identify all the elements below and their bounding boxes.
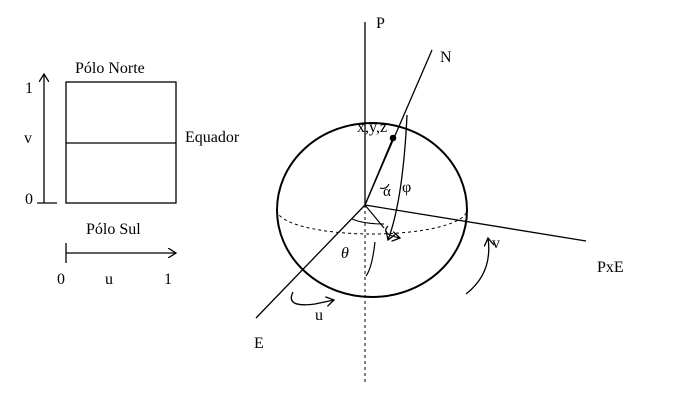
alpha-label: α (383, 184, 391, 200)
n-axis-label: N (440, 49, 452, 66)
e-axis (255, 204, 366, 319)
p-axis-label: P (376, 15, 385, 32)
v-max-label: 1 (25, 80, 33, 97)
theta-arrow (385, 225, 400, 238)
phi-arc (388, 114, 408, 240)
alpha-arc (379, 183, 390, 190)
sphere-panel: P N E PxE x,y,z α φ θ u v (254, 15, 624, 383)
equator-label: Equador (185, 129, 240, 146)
v-rotation-arrow (465, 238, 489, 295)
radius-line (364, 137, 394, 206)
e-axis-label: E (254, 335, 264, 352)
theta-label: θ (341, 245, 349, 262)
v-min-label: 0 (25, 191, 33, 208)
uv-map-panel: Pólo Norte Pólo Sul Equador v 1 0 u 0 1 (24, 60, 240, 288)
theta-projection (364, 204, 385, 229)
u-rotation-arrow (290, 291, 334, 305)
sphere-equator-dashed (276, 209, 468, 235)
pxe-axis-label: PxE (597, 259, 624, 276)
u-max-label: 1 (164, 271, 172, 288)
theta-arc-down (365, 241, 376, 277)
sphere-outline (276, 122, 468, 298)
u-axis-label: u (105, 271, 113, 288)
v-axis-label: v (24, 130, 32, 147)
v-rotation-label: v (492, 235, 500, 252)
pxe-axis (364, 204, 587, 242)
point-label: x,y,z (357, 119, 387, 136)
u-rotation-label: u (315, 307, 323, 324)
theta-arc-top (351, 218, 385, 225)
south-pole-label: Pólo Sul (86, 221, 141, 238)
phi-label: φ (402, 179, 411, 196)
north-pole-label: Pólo Norte (75, 60, 145, 77)
u-min-label: 0 (57, 271, 65, 288)
